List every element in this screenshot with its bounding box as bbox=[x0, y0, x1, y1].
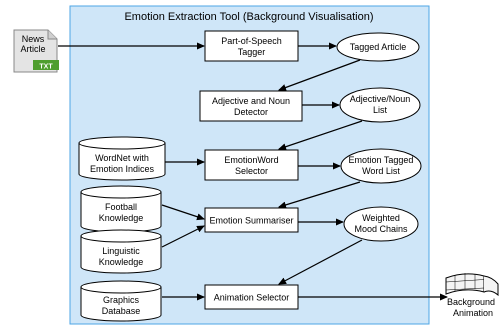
news-article-label-line2: Article bbox=[20, 44, 45, 54]
arrow-tagged-article-to-detector bbox=[278, 59, 361, 91]
background-animation-output: Background Animation bbox=[445, 273, 499, 318]
emotion-tagged-list-ellipse: Emotion Tagged Word List bbox=[340, 148, 422, 184]
arrow-list-to-selector bbox=[278, 120, 363, 151]
weighted-mood-chains-line1: Weighted bbox=[362, 213, 400, 223]
wordnet-database: WordNet with Emotion Indices bbox=[78, 136, 166, 181]
linguistic-line2: Knowledge bbox=[99, 257, 144, 267]
arrow-football-to-summariser bbox=[161, 204, 205, 221]
arrow-linguistic-to-summariser bbox=[161, 225, 205, 248]
pos-tagger-line1: Part-of-Speech bbox=[221, 36, 282, 46]
flow-arrows bbox=[58, 42, 448, 301]
txt-tag-label: TXT bbox=[39, 64, 53, 71]
emotion-tagged-list-line1: Emotion Tagged bbox=[349, 155, 414, 165]
emotionword-selector-line2: Selector bbox=[235, 166, 268, 176]
weighted-mood-chains-line2: Mood Chains bbox=[354, 224, 408, 234]
graphics-database: Graphics Database bbox=[80, 280, 162, 322]
news-article-label-line1: News bbox=[22, 34, 45, 44]
wordnet-line1: WordNet with bbox=[95, 153, 149, 163]
animation-selector-box: Animation Selector bbox=[204, 284, 299, 310]
film-strip-icon bbox=[445, 273, 499, 297]
adj-noun-detector-line2: Detector bbox=[234, 107, 268, 117]
wordnet-line2: Emotion Indices bbox=[90, 164, 155, 174]
diagram-title: Emotion Extraction Tool (Background Visu… bbox=[124, 11, 373, 23]
emotion-summariser-label: Emotion Summariser bbox=[209, 216, 293, 226]
emotionword-selector-line1: EmotionWord bbox=[224, 155, 278, 165]
adj-noun-detector-line1: Adjective and Noun bbox=[212, 96, 290, 106]
linguistic-knowledge-database: Linguistic Knowledge bbox=[80, 229, 162, 274]
adj-noun-list-line2: List bbox=[373, 105, 388, 115]
adj-noun-list-ellipse: Adjective/Noun List bbox=[339, 87, 421, 123]
tagged-article-label: Tagged Article bbox=[350, 42, 407, 52]
linguistic-line1: Linguistic bbox=[102, 246, 140, 256]
graphics-line2: Database bbox=[102, 306, 141, 316]
pos-tagger-box: Part-of-Speech Tagger bbox=[204, 30, 299, 62]
emotion-tagged-list-line2: Word List bbox=[362, 166, 400, 176]
football-knowledge-database: Football Knowledge bbox=[80, 185, 162, 233]
emotion-summariser-box: Emotion Summariser bbox=[204, 207, 299, 233]
adj-noun-list-line1: Adjective/Noun bbox=[350, 94, 411, 104]
football-line1: Football bbox=[105, 202, 137, 212]
graphics-line1: Graphics bbox=[103, 295, 140, 305]
arrow-tagged-list-to-summariser bbox=[278, 181, 361, 209]
pos-tagger-line2: Tagger bbox=[238, 47, 266, 57]
football-line2: Knowledge bbox=[99, 213, 144, 223]
animation-selector-label: Animation Selector bbox=[214, 293, 290, 303]
tagged-article-ellipse: Tagged Article bbox=[336, 32, 420, 62]
txt-tag bbox=[33, 60, 59, 70]
weighted-mood-chains-ellipse: Weighted Mood Chains bbox=[343, 206, 419, 242]
background-animation-line1: Background bbox=[447, 297, 495, 307]
arrow-mood-chains-to-animation-selector bbox=[278, 239, 363, 285]
news-article-document: TXT News Article bbox=[13, 29, 59, 73]
background-animation-line2: Animation bbox=[453, 308, 493, 318]
emotionword-selector-box: EmotionWord Selector bbox=[204, 149, 299, 181]
adj-noun-detector-box: Adjective and Noun Detector bbox=[199, 90, 303, 122]
